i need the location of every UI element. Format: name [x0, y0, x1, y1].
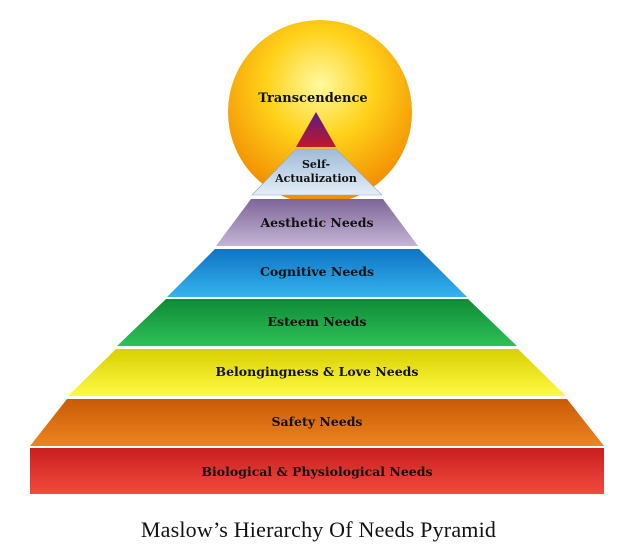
- tier-belongingness-needs: [68, 349, 566, 396]
- transcendence-label: Transcendence: [258, 91, 367, 106]
- tier-esteem-needs: [117, 299, 517, 346]
- tier-biological-needs: [30, 448, 604, 494]
- tier-aesthetic-needs-label: Aesthetic Needs: [259, 215, 373, 230]
- transcendence-sun: [228, 20, 412, 204]
- tier-belongingness-needs-label: Belongingness & Love Needs: [216, 364, 419, 379]
- pyramid-tiers: Self- Actualization Aesthetic Needs Cogn…: [30, 112, 604, 494]
- tier-cognitive-needs: [167, 249, 467, 297]
- diagram-caption: Maslow’s Hierarchy Of Needs Pyramid: [140, 517, 497, 542]
- tier-esteem-needs-label: Esteem Needs: [268, 314, 367, 329]
- tier-self-actualization-label-line1: Self-: [302, 158, 330, 171]
- tier-self-actualization-label-line2: Actualization: [274, 172, 357, 185]
- tier-aesthetic-needs: [216, 199, 418, 246]
- tier-safety-needs: [30, 399, 604, 446]
- pyramid-cap: [296, 112, 336, 147]
- tier-safety-needs-label: Safety Needs: [272, 414, 363, 429]
- tier-biological-needs-label: Biological & Physiological Needs: [201, 464, 432, 479]
- tier-self-actualization: [251, 148, 383, 196]
- tier-cognitive-needs-label: Cognitive Needs: [260, 264, 374, 279]
